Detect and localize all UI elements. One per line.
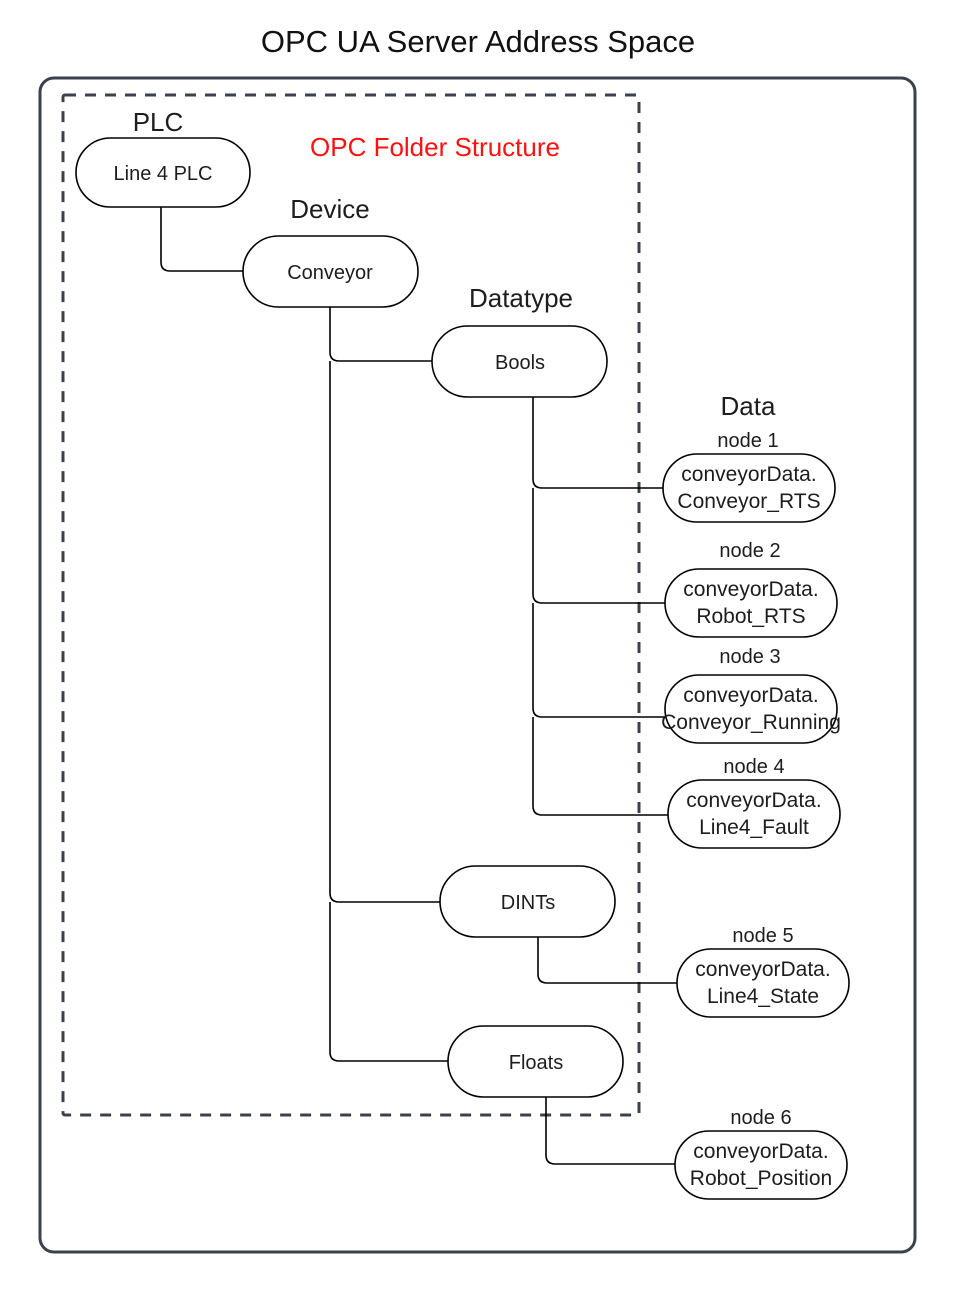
data-node-1-line1: conveyorData. [681,463,816,486]
connector-conveyor-to-dints [329,361,440,903]
datatype-node-bools-shape[interactable] [431,325,608,398]
datatype-node-bools-label: Bools [495,352,545,374]
data-node-2-line1: conveyorData. [683,578,818,601]
data-node-5-line1: conveyorData. [695,958,830,981]
data-node-6-caption: node 6 [730,1107,791,1129]
device-node[interactable]: Conveyor [242,235,419,308]
data-node-4-line2: Line4_Fault [699,816,809,839]
data-node-5-line2: Line4_State [707,985,819,1008]
data-node-6-shape[interactable] [674,1130,848,1200]
data-node-5[interactable]: node 5 conveyorData. Line4_State [676,925,850,1018]
data-node-2[interactable]: node 2 conveyorData. Robot_RTS [664,540,838,638]
data-node-6-line2: Robot_Position [690,1167,832,1190]
data-node-4-shape[interactable] [667,779,841,849]
connector-bools-to-node3 [532,603,665,718]
data-node-1[interactable]: node 1 conveyorData. Conveyor_RTS [662,430,836,523]
connector-floats-to-node6 [545,1096,675,1165]
column-label-data: Data [721,391,776,421]
data-node-1-line2: Conveyor_RTS [677,490,820,513]
opc-folder-structure-label: OPC Folder Structure [310,132,560,162]
device-node-label: Conveyor [287,262,373,284]
column-label-datatype: Datatype [469,283,573,313]
page-title: OPC UA Server Address Space [261,24,695,59]
data-node-3-caption: node 3 [719,646,780,668]
data-node-4-line1: conveyorData. [686,789,821,812]
device-node-shape[interactable] [242,235,419,308]
data-node-1-caption: node 1 [717,430,778,452]
datatype-node-bools[interactable]: Bools [431,325,608,398]
data-node-2-shape[interactable] [664,568,838,638]
connector-bools-to-node2 [532,488,665,604]
connector-bools-to-node1 [532,397,663,489]
datatype-node-dints[interactable]: DINTs [439,865,616,938]
datatype-node-floats-label: Floats [509,1052,563,1074]
datatype-node-floats[interactable]: Floats [447,1025,624,1098]
data-node-3-line1: conveyorData. [683,684,818,707]
data-node-3-shape[interactable] [664,674,838,744]
data-node-6-line1: conveyorData. [693,1140,828,1163]
plc-node[interactable]: Line 4 PLC [75,137,251,208]
plc-node-label: Line 4 PLC [114,163,213,185]
data-node-4[interactable]: node 4 conveyorData. Line4_Fault [667,756,841,849]
connector-conveyor-to-floats [329,902,448,1062]
connector-dints-to-node5 [537,937,677,984]
plc-node-shape[interactable] [75,137,251,208]
column-label-plc: PLC [133,107,184,137]
data-node-2-caption: node 2 [719,540,780,562]
datatype-node-dints-shape[interactable] [439,865,616,938]
data-node-2-line2: Robot_RTS [696,605,805,628]
connector-bools-to-node4 [532,717,668,816]
connector-plc-to-conveyor [160,207,243,272]
data-node-4-caption: node 4 [723,756,784,778]
column-label-device: Device [290,194,369,224]
data-node-6[interactable]: node 6 conveyorData. Robot_Position [674,1107,848,1200]
data-node-3-line2: Conveyor_Running [661,711,841,734]
connector-conveyor-to-bools [329,307,432,362]
datatype-node-floats-shape[interactable] [447,1025,624,1098]
data-node-3[interactable]: node 3 conveyorData. Conveyor_Running [661,646,841,744]
data-node-5-caption: node 5 [732,925,793,947]
data-node-1-shape[interactable] [662,453,836,523]
data-node-5-shape[interactable] [676,948,850,1018]
opc-folder-structure-frame [61,93,641,1117]
datatype-node-dints-label: DINTs [501,892,555,914]
server-address-space-frame [38,76,917,1254]
